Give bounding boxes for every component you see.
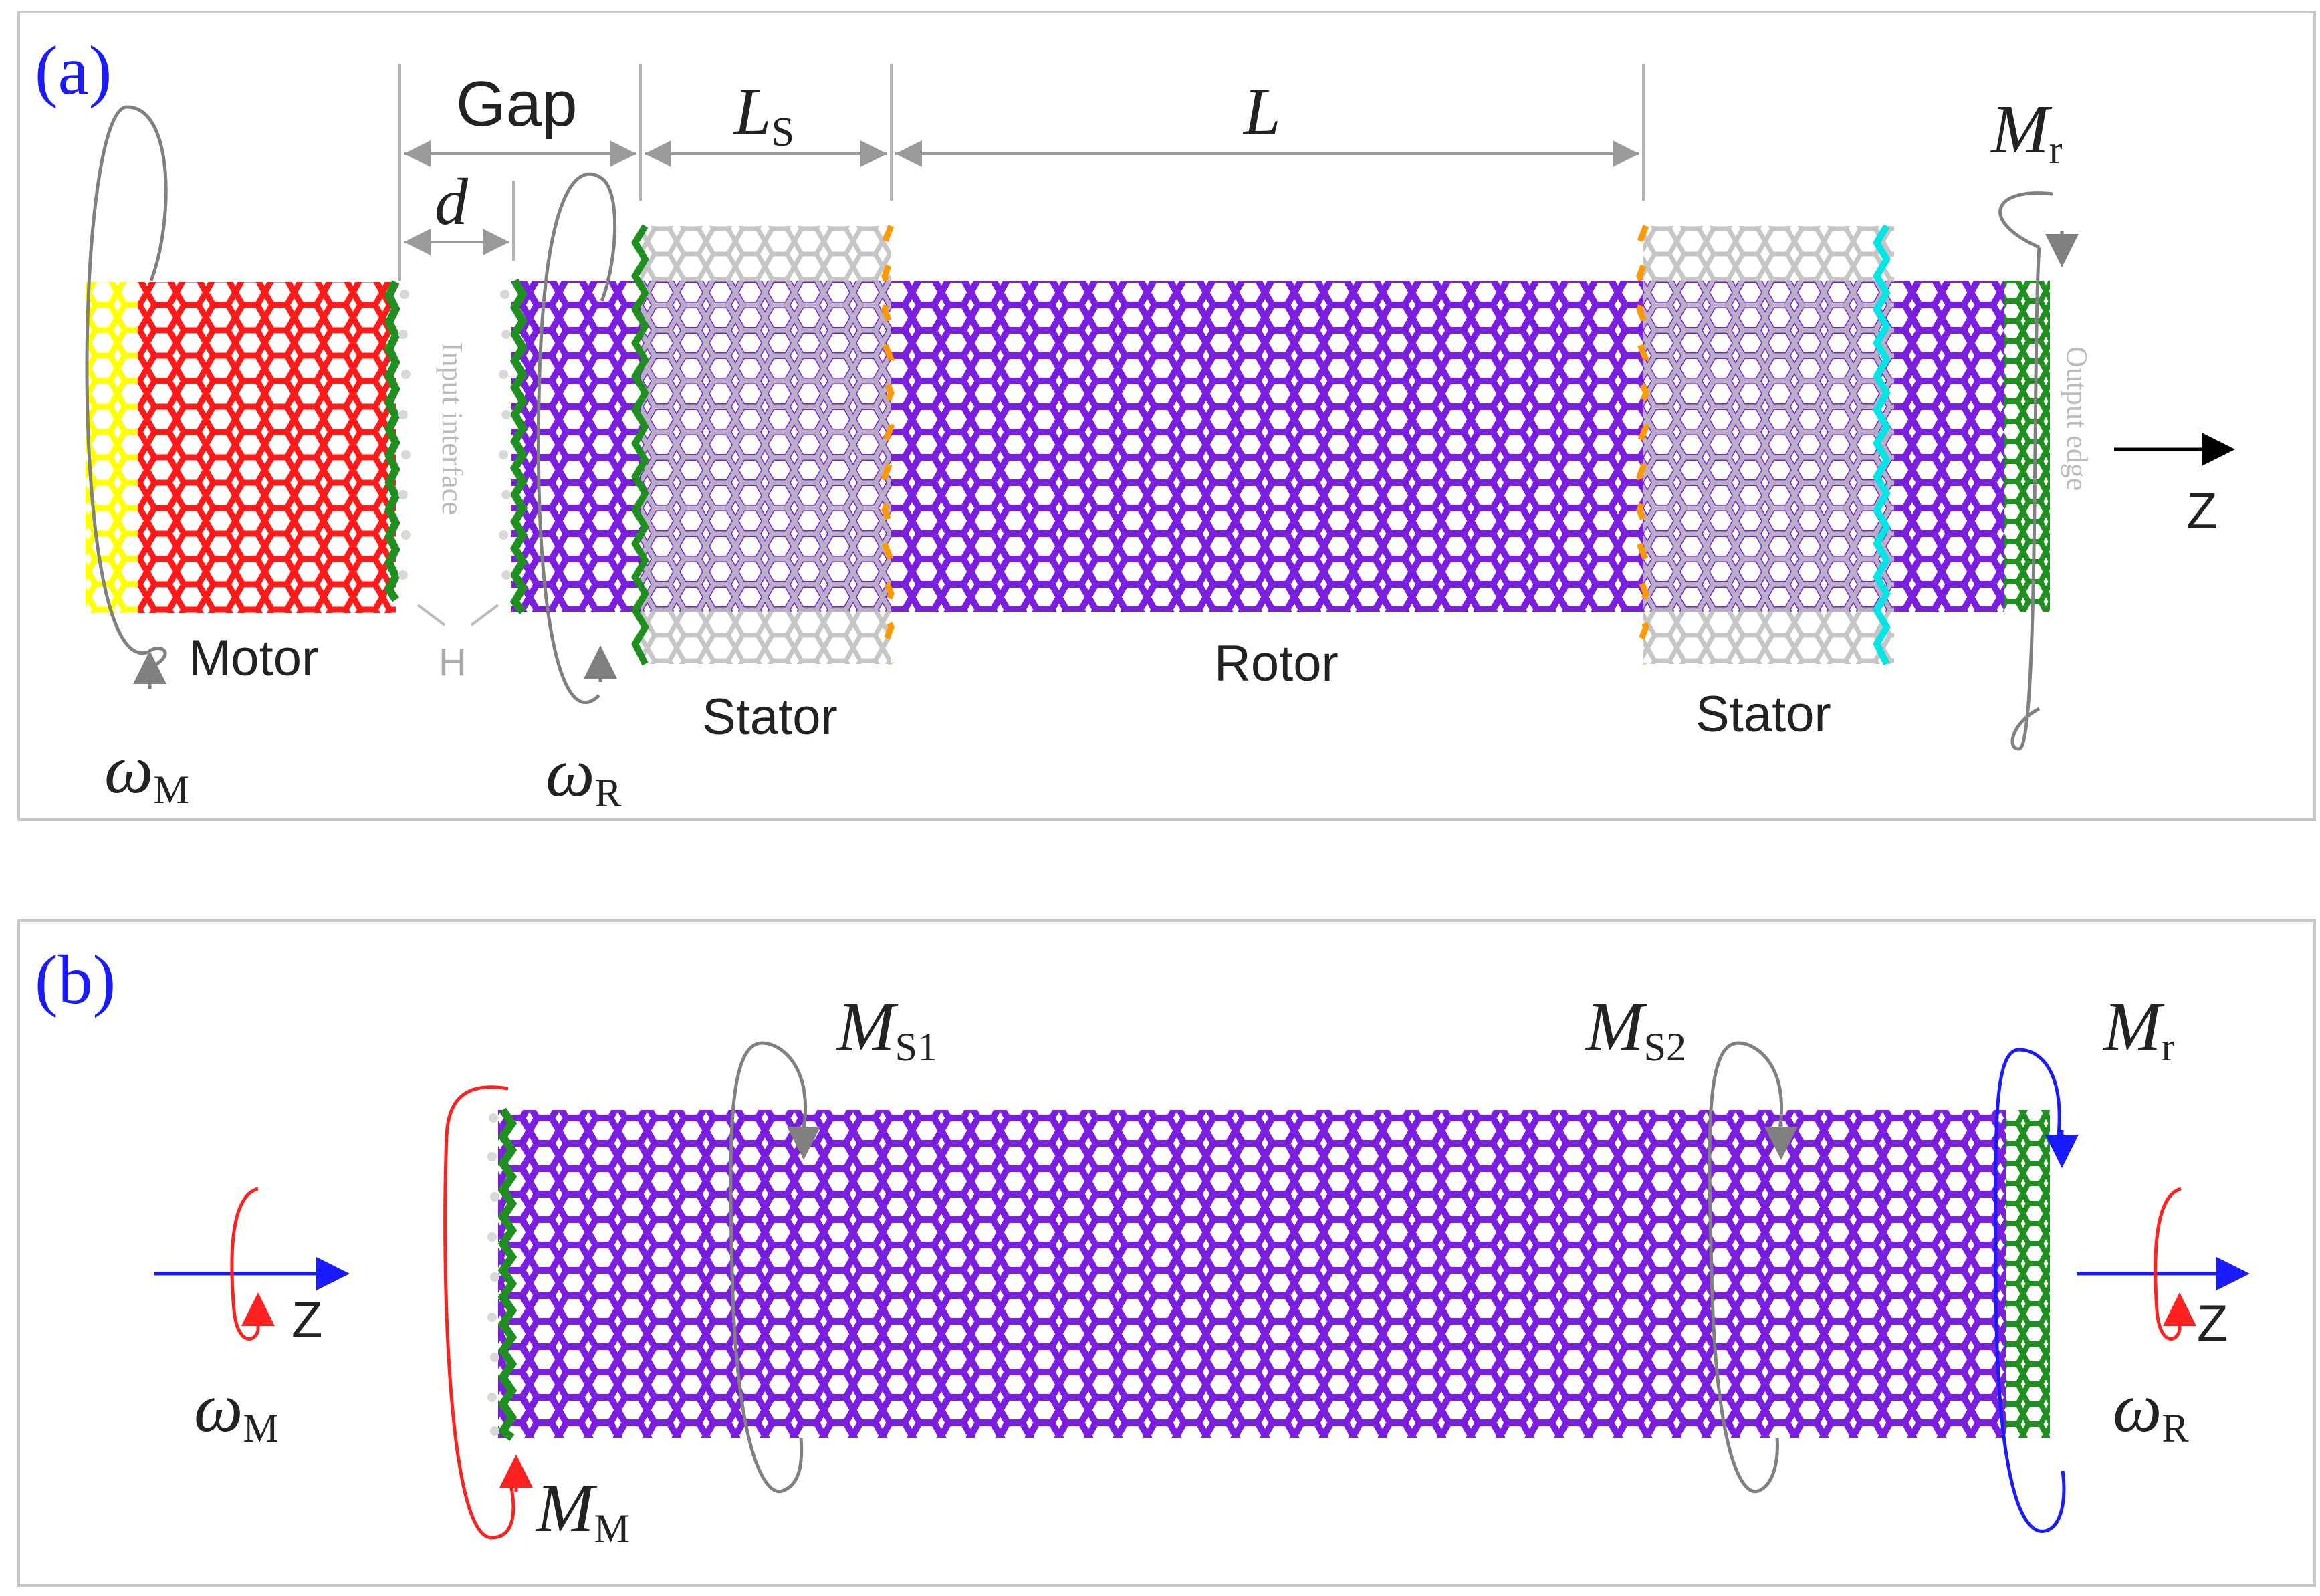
mr-loop-a	[1998, 191, 2053, 751]
ms2-moment-loop	[1708, 1041, 1783, 1494]
h-label: H	[439, 641, 467, 684]
omega-m-small-loop-b	[230, 1187, 260, 1341]
ms1-moment-loop	[729, 1041, 807, 1494]
gap-label: Gap	[456, 68, 577, 140]
stator-right-label: Stator	[1696, 686, 1831, 743]
panel-b-tag: (b)	[35, 941, 116, 1018]
motor-end-ring	[86, 282, 142, 613]
mr-label-b: Mr	[2102, 988, 2175, 1069]
omega-r-small-loop-b	[2154, 1187, 2182, 1341]
gap-hydrogen-atoms	[398, 290, 511, 580]
stator-left-green-edge	[631, 224, 649, 666]
panel-a: (a) Gap LS L d	[17, 11, 2316, 821]
stator-right-orange-edge	[1636, 225, 1649, 665]
mr-moment-loop-b	[1994, 1048, 2066, 1533]
d-label: d	[435, 164, 469, 239]
omega-m-label-a: ωM	[104, 731, 189, 812]
rotor-tube-b	[498, 1110, 2043, 1438]
ls-label: LS	[733, 74, 794, 155]
output-edge-label: Output edge	[2061, 346, 2093, 491]
z-axis-label-b-left: Z	[292, 1292, 322, 1349]
ms1-label: MS1	[836, 988, 937, 1069]
omega-r-label-b: ωR	[2113, 1369, 2188, 1450]
ms2-label: MS2	[1585, 988, 1686, 1069]
omega-m-label-b: ωM	[194, 1369, 279, 1450]
rotor-label: Rotor	[1214, 635, 1339, 692]
rotor-interface-edge-b	[497, 1107, 517, 1441]
omega-m-loop	[85, 105, 168, 655]
h-pointer-right	[470, 604, 499, 626]
mm-moment-loop	[443, 1085, 515, 1540]
output-edge-ring	[2004, 281, 2050, 612]
rotor-interface-edge	[509, 278, 528, 614]
omega-r-label-a: ωR	[546, 734, 621, 815]
input-interface-label: Input interface	[436, 342, 469, 515]
h-pointer-left	[417, 604, 446, 626]
stator-right	[1643, 226, 1894, 664]
motor-interface-edge	[384, 280, 400, 602]
panel-b: (b) Z Z MS1 MS2 Mr MM ωM ωR	[17, 919, 2316, 1587]
l-label: L	[1242, 74, 1281, 148]
mr-label-a: Mr	[1990, 91, 2063, 172]
z-axis-label-a: Z	[2186, 483, 2217, 540]
interface-hydrogen-atoms-b	[487, 1113, 499, 1436]
stator-left-label: Stator	[702, 689, 838, 746]
motor-label: Motor	[189, 630, 318, 687]
omega-r-loop	[536, 172, 617, 705]
stator-left-orange-edge	[881, 225, 895, 665]
stator-right-cyan-edge	[1873, 224, 1891, 666]
mm-label: MM	[535, 1470, 630, 1551]
panel-a-tag: (a)	[35, 32, 112, 109]
z-axis-label-b-right: Z	[2197, 1295, 2228, 1352]
motor-tube	[138, 282, 396, 613]
dimension-guides	[398, 64, 1645, 281]
output-edge-ring-b	[2006, 1110, 2050, 1438]
stator-left	[641, 226, 891, 664]
